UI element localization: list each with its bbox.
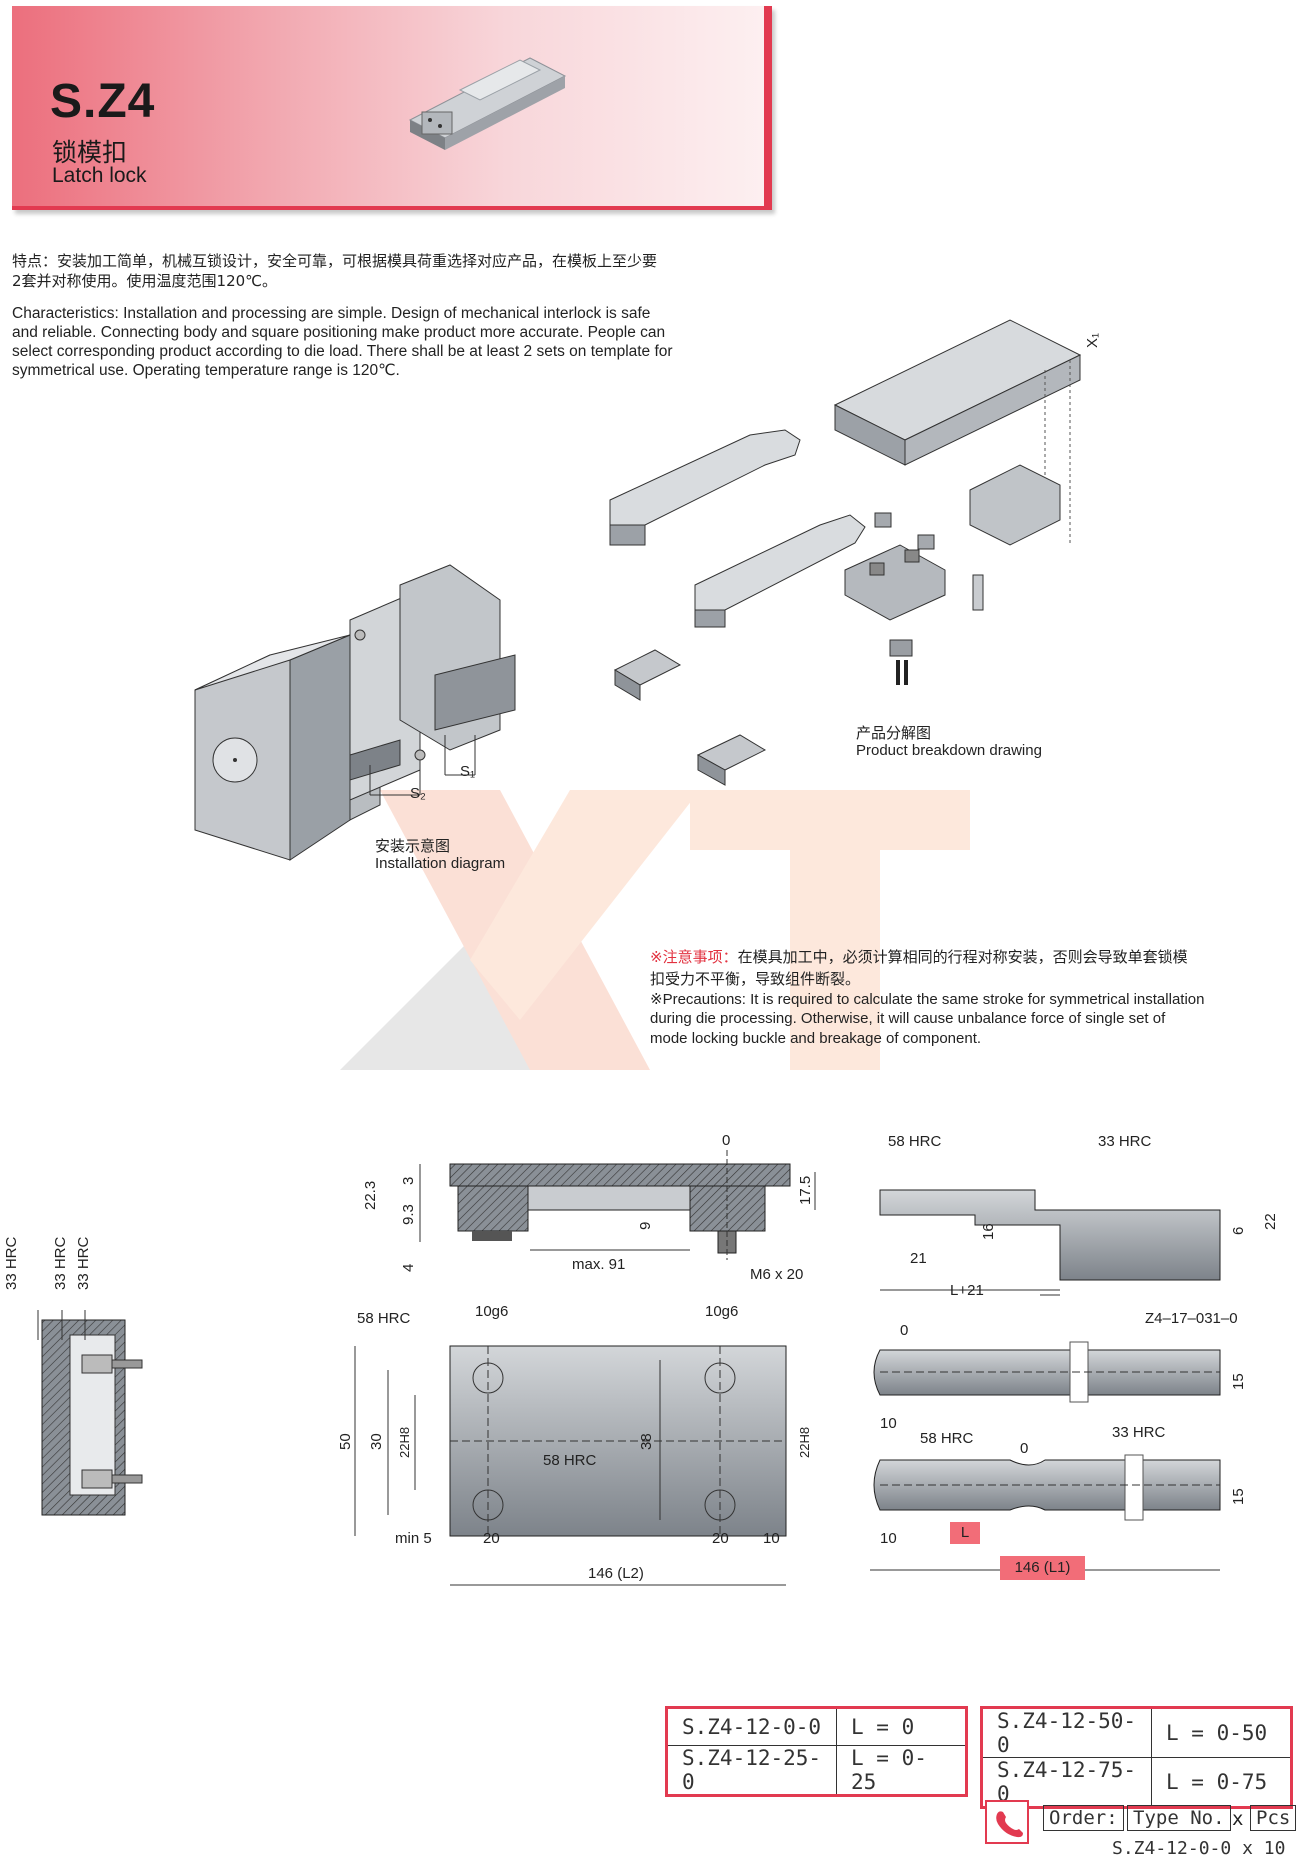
label-x1: X₁ (1084, 332, 1102, 349)
plan-22h8-b: 22H8 (797, 1426, 812, 1458)
dim-max91: max. 91 (572, 1256, 626, 1273)
dim-m6: M6 x 20 (750, 1266, 804, 1283)
table-row: S.Z4-12-75-0 L = 0-75 (981, 1757, 1292, 1808)
banner-bottom-line (12, 206, 772, 210)
plan-hrc: 58 HRC (357, 1310, 411, 1327)
label-s2: S₂ (410, 785, 426, 802)
bar-15-b: 15 (1230, 1488, 1247, 1505)
table-row: S.Z4-12-25-0 L = 0-25 (666, 1745, 967, 1796)
label-s1: S₁ (460, 763, 476, 780)
plan-146-l2: 146 (L2) (588, 1565, 644, 1582)
rail-6: 6 (1230, 1226, 1247, 1235)
plan-10g6-b: 10g6 (705, 1303, 739, 1320)
product-photo (408, 57, 567, 150)
precautions-cn-line2: 扣受力不平衡，导致组件断裂。 (650, 970, 861, 988)
rail-l21: L+21 (950, 1282, 984, 1299)
l-cell: L = 0 (836, 1707, 967, 1746)
bar-146-l1-tag: 146 (L1) (1000, 1556, 1085, 1580)
dim-zero-top: 0 (722, 1132, 731, 1149)
precautions-en-line3: mode locking buckle and breakage of comp… (650, 1030, 982, 1047)
plan-10: 10 (763, 1530, 780, 1547)
rail-hrc58: 58 HRC (888, 1133, 942, 1150)
model-table-right: S.Z4-12-50-0 L = 0-50 S.Z4-12-75-0 L = 0… (980, 1706, 1293, 1809)
dim-9: 9 (637, 1221, 654, 1230)
product-title-en: Latch lock (52, 164, 147, 187)
side-hrc-2: 33 HRC (52, 1236, 69, 1290)
desc-cn-line2: 2套并对称使用。使用温度范围120℃。 (12, 272, 278, 290)
plan-20-a: 20 (483, 1530, 500, 1547)
installation-diagram (194, 564, 516, 861)
desc-en-line3: select corresponding product according t… (12, 343, 673, 360)
plan-20-b: 20 (712, 1530, 729, 1547)
rail-21: 21 (910, 1250, 927, 1267)
bar-hrc58: 58 HRC (920, 1430, 974, 1447)
desc-en-line4: symmetrical use. Operating temperature r… (12, 362, 400, 379)
rail-16: 16 (980, 1223, 997, 1240)
dim-3: 3 (400, 1176, 417, 1185)
l-cell: L = 0-50 (1151, 1707, 1292, 1758)
bar-15-a: 15 (1230, 1373, 1247, 1390)
bar-zero-b: 0 (1020, 1440, 1029, 1457)
rail-22: 22 (1262, 1213, 1279, 1230)
header-banner (12, 6, 772, 210)
bar-l-tag: L (950, 1522, 980, 1544)
order-example: S.Z4-12-0-0 x 10 (1112, 1838, 1285, 1859)
desc-en-line1: Characteristics: Installation and proces… (12, 305, 651, 322)
plan-22h8-a: 22H8 (397, 1426, 412, 1458)
type-cell: S.Z4-12-50-0 (981, 1707, 1152, 1758)
bar-hrc33: 33 HRC (1112, 1424, 1166, 1441)
precautions-cn-text: 在模具加工中，必须计算相同的行程对称安装，否则会导致单套锁模 (737, 948, 1188, 966)
table-row: S.Z4-12-0-0 L = 0 (666, 1707, 967, 1746)
model-table-left: S.Z4-12-0-0 L = 0 S.Z4-12-25-0 L = 0-25 (665, 1706, 968, 1797)
type-cell: S.Z4-12-25-0 (666, 1745, 837, 1796)
product-title-cn: 锁模扣 (52, 138, 128, 167)
l-cell: L = 0-25 (836, 1745, 967, 1796)
bar-zero-a: 0 (900, 1322, 909, 1339)
type-cell: S.Z4-12-75-0 (981, 1757, 1152, 1808)
installation-caption-cn: 安装示意图 (375, 837, 451, 855)
precautions-en-line1: ※Precautions: It is required to calculat… (650, 991, 1205, 1008)
plan-10g6-a: 10g6 (475, 1303, 509, 1320)
technical-drawing (37, 1150, 1221, 1586)
dim-9-3: 9.3 (400, 1204, 417, 1225)
precautions-cn-line1: ※注意事项：在模具加工中，必须计算相同的行程对称安装，否则会导致单套锁模 (650, 946, 1188, 967)
order-label: Order: (1043, 1805, 1124, 1831)
breakdown-caption-en: Product breakdown drawing (856, 742, 1042, 759)
desc-cn-line1: 特点：安装加工简单，机械互锁设计，安全可靠，可根据模具荷重选择对应产品，在模板上… (12, 252, 658, 270)
dim-17-5: 17.5 (797, 1175, 814, 1205)
precautions-prefix: ※注意事项： (650, 948, 738, 966)
rail-part-no: Z4–17–031–0 (1145, 1310, 1238, 1327)
plan-30: 30 (368, 1433, 385, 1450)
plan-min5: min 5 (395, 1530, 432, 1547)
phone-icon (985, 1800, 1029, 1844)
order-example-qty: 10 (1263, 1838, 1286, 1859)
plan-38: 38 (638, 1433, 655, 1450)
breakdown-caption-cn: 产品分解图 (856, 724, 932, 742)
order-x: x (1232, 1808, 1244, 1830)
dim-4: 4 (400, 1263, 417, 1272)
banner-edge (764, 6, 772, 210)
pcs-label: Pcs (1250, 1805, 1297, 1831)
dim-22-3: 22.3 (362, 1180, 379, 1210)
type-no-label: Type No. (1127, 1805, 1231, 1831)
type-cell: S.Z4-12-0-0 (666, 1707, 837, 1746)
plan-hrc-inner: 58 HRC (543, 1452, 597, 1469)
breakdown-drawing (609, 319, 1082, 786)
order-example-type: S.Z4-12-0-0 (1112, 1838, 1232, 1859)
product-code: S.Z4 (50, 75, 156, 128)
desc-en-line2: and reliable. Connecting body and square… (12, 324, 666, 341)
watermark-logo (340, 790, 970, 1070)
bar-10-a: 10 (880, 1415, 897, 1432)
l-cell: L = 0-75 (1151, 1757, 1292, 1808)
precautions-en-line2: during die processing. Otherwise, it wil… (650, 1010, 1166, 1027)
rail-hrc33: 33 HRC (1098, 1133, 1152, 1150)
installation-caption-en: Installation diagram (375, 855, 506, 872)
bar-10-b: 10 (880, 1530, 897, 1547)
side-hrc-3: 33 HRC (75, 1236, 92, 1290)
table-row: S.Z4-12-50-0 L = 0-50 (981, 1707, 1292, 1758)
side-hrc-1: 33 HRC (3, 1236, 20, 1290)
order-example-x: x (1242, 1838, 1253, 1859)
plan-50: 50 (337, 1433, 354, 1450)
